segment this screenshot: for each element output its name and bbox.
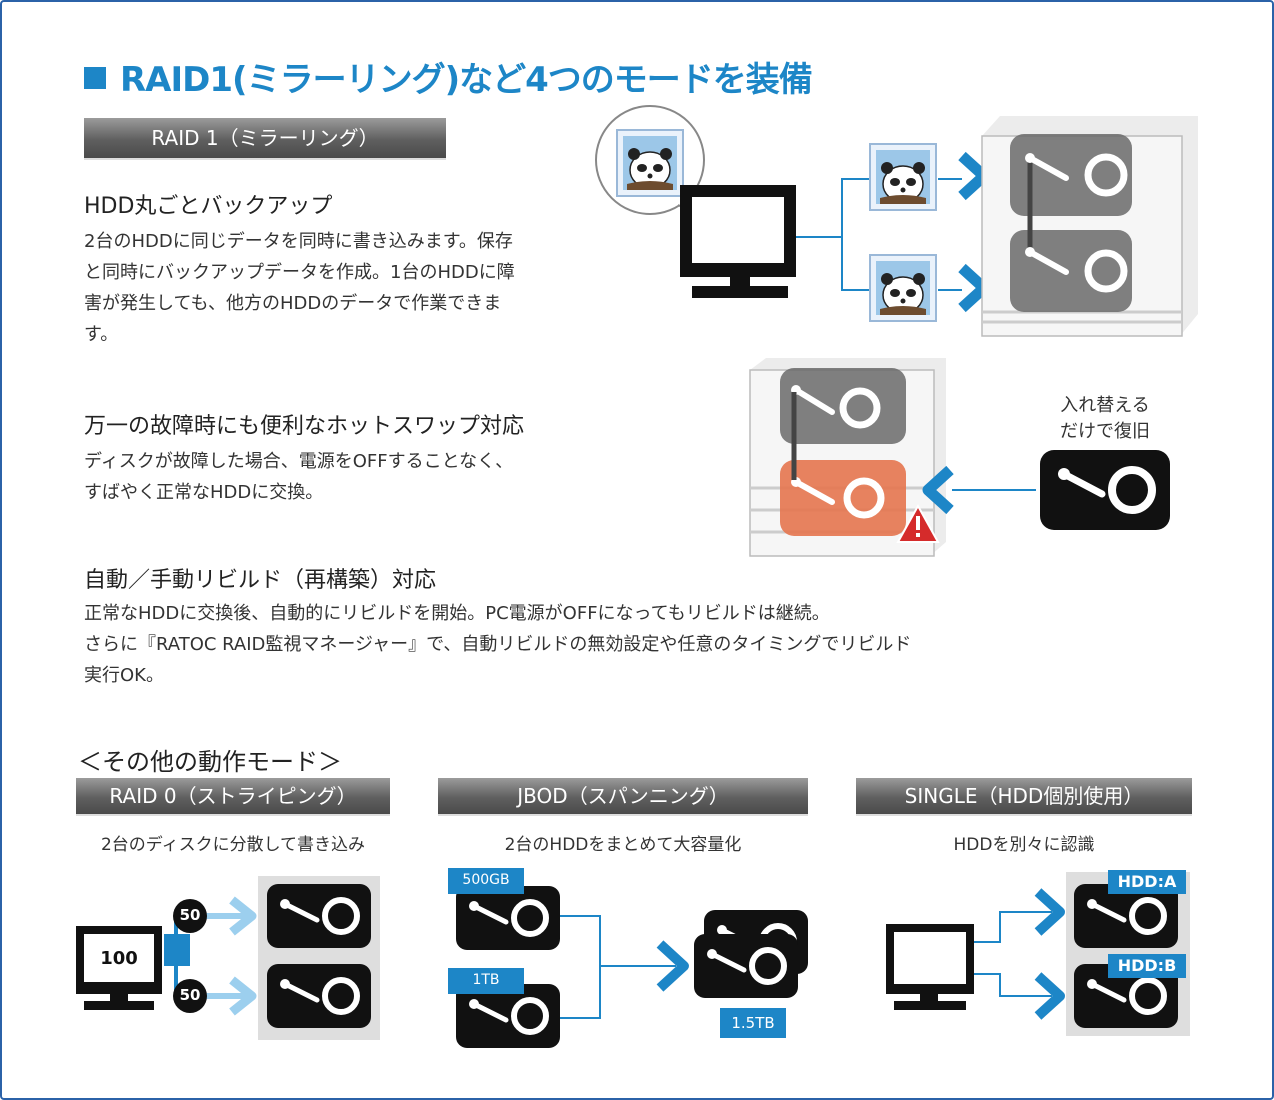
hotswap-illustration <box>749 358 946 557</box>
jbod-diagram <box>448 868 810 1054</box>
disk-badge <box>1108 870 1186 894</box>
monitor-icon <box>886 924 974 1010</box>
split-value: 50 <box>179 906 201 924</box>
raid-enclosure <box>981 116 1198 337</box>
jbod-caption: 2台のHDDをまとめて大容量化 <box>504 835 742 855</box>
hotswap-text: ディスクが故障した場合、電源をOFFすることなく、 すばやく正常なHDDに交換。 <box>84 451 514 503</box>
hdd-icon <box>694 934 798 998</box>
hdd-icon <box>456 886 560 950</box>
arrow-right-icon <box>1034 888 1065 936</box>
single-bar: SINGLE（HDD個別使用） <box>856 778 1192 814</box>
monitor-icon <box>76 926 162 1010</box>
size-badge <box>448 868 524 894</box>
panda-photo-icon <box>869 143 937 211</box>
backup-text: 2台のHDDに同じデータを同時に書き込みます。保存 と同時にバックアップデータを… <box>84 231 515 345</box>
raid1-bar: RAID 1（ミラーリング） <box>84 118 446 158</box>
hotswap-heading: 万一の故障時にも便利なホットスワップ対応 <box>84 414 525 439</box>
arrow-left-icon <box>922 465 954 515</box>
raid0-bar: RAID 0（ストライピング） <box>76 778 390 814</box>
swap-caption: 入れ替える だけで復旧 <box>1060 395 1150 442</box>
warning-icon <box>896 503 940 543</box>
size-badge <box>448 968 524 994</box>
raid0-diagram <box>76 876 380 1040</box>
split-value: 50 <box>179 986 201 1004</box>
size-badge <box>720 1008 786 1038</box>
disk-badge <box>1108 954 1186 978</box>
monitor-icon <box>680 185 796 298</box>
hdd-icon <box>267 964 371 1028</box>
swap-arrow <box>922 465 1036 515</box>
single-diagram <box>886 870 1190 1036</box>
arrow-right-icon <box>229 896 257 936</box>
arrow-right-icon <box>1034 972 1065 1020</box>
pc-value: 100 <box>100 948 138 969</box>
backup-heading: HDD丸ごとバックアップ <box>84 194 333 219</box>
hdd-icon <box>267 884 371 948</box>
raid0-caption: 2台のディスクに分散して書き込み <box>100 835 366 855</box>
failed-disk <box>780 460 906 536</box>
arrow-right-icon <box>229 976 257 1016</box>
arrow-right-icon <box>962 156 984 196</box>
size-label: 500GB <box>462 872 510 888</box>
single-caption: HDDを別々に認識 <box>953 835 1095 855</box>
title-square-icon <box>84 67 106 89</box>
rebuild-text: 正常なHDDに交換後、自動的にリビルドを開始。PC電源がOFFになってもリビルド… <box>84 603 912 686</box>
page-title: RAID1(ミラーリング)など4つのモードを装備 <box>84 52 813 101</box>
other-modes-heading: ＜その他の動作モード＞ <box>78 748 342 776</box>
arrow-right-icon <box>962 268 984 308</box>
panda-photo-icon <box>869 254 937 322</box>
total-size-label: 1.5TB <box>731 1014 775 1032</box>
jbod-bar: JBOD（スパンニング） <box>438 778 808 814</box>
mirroring-illustration <box>595 105 1198 337</box>
size-label: 1TB <box>472 972 500 988</box>
arrow-right-icon <box>656 940 689 992</box>
disk-label-b: HDD:B <box>1117 956 1177 975</box>
rebuild-heading: 自動／手動リビルド（再構築）対応 <box>84 568 437 593</box>
disk-label-a: HDD:A <box>1117 872 1177 891</box>
replacement-hdd-icon <box>1040 450 1170 530</box>
